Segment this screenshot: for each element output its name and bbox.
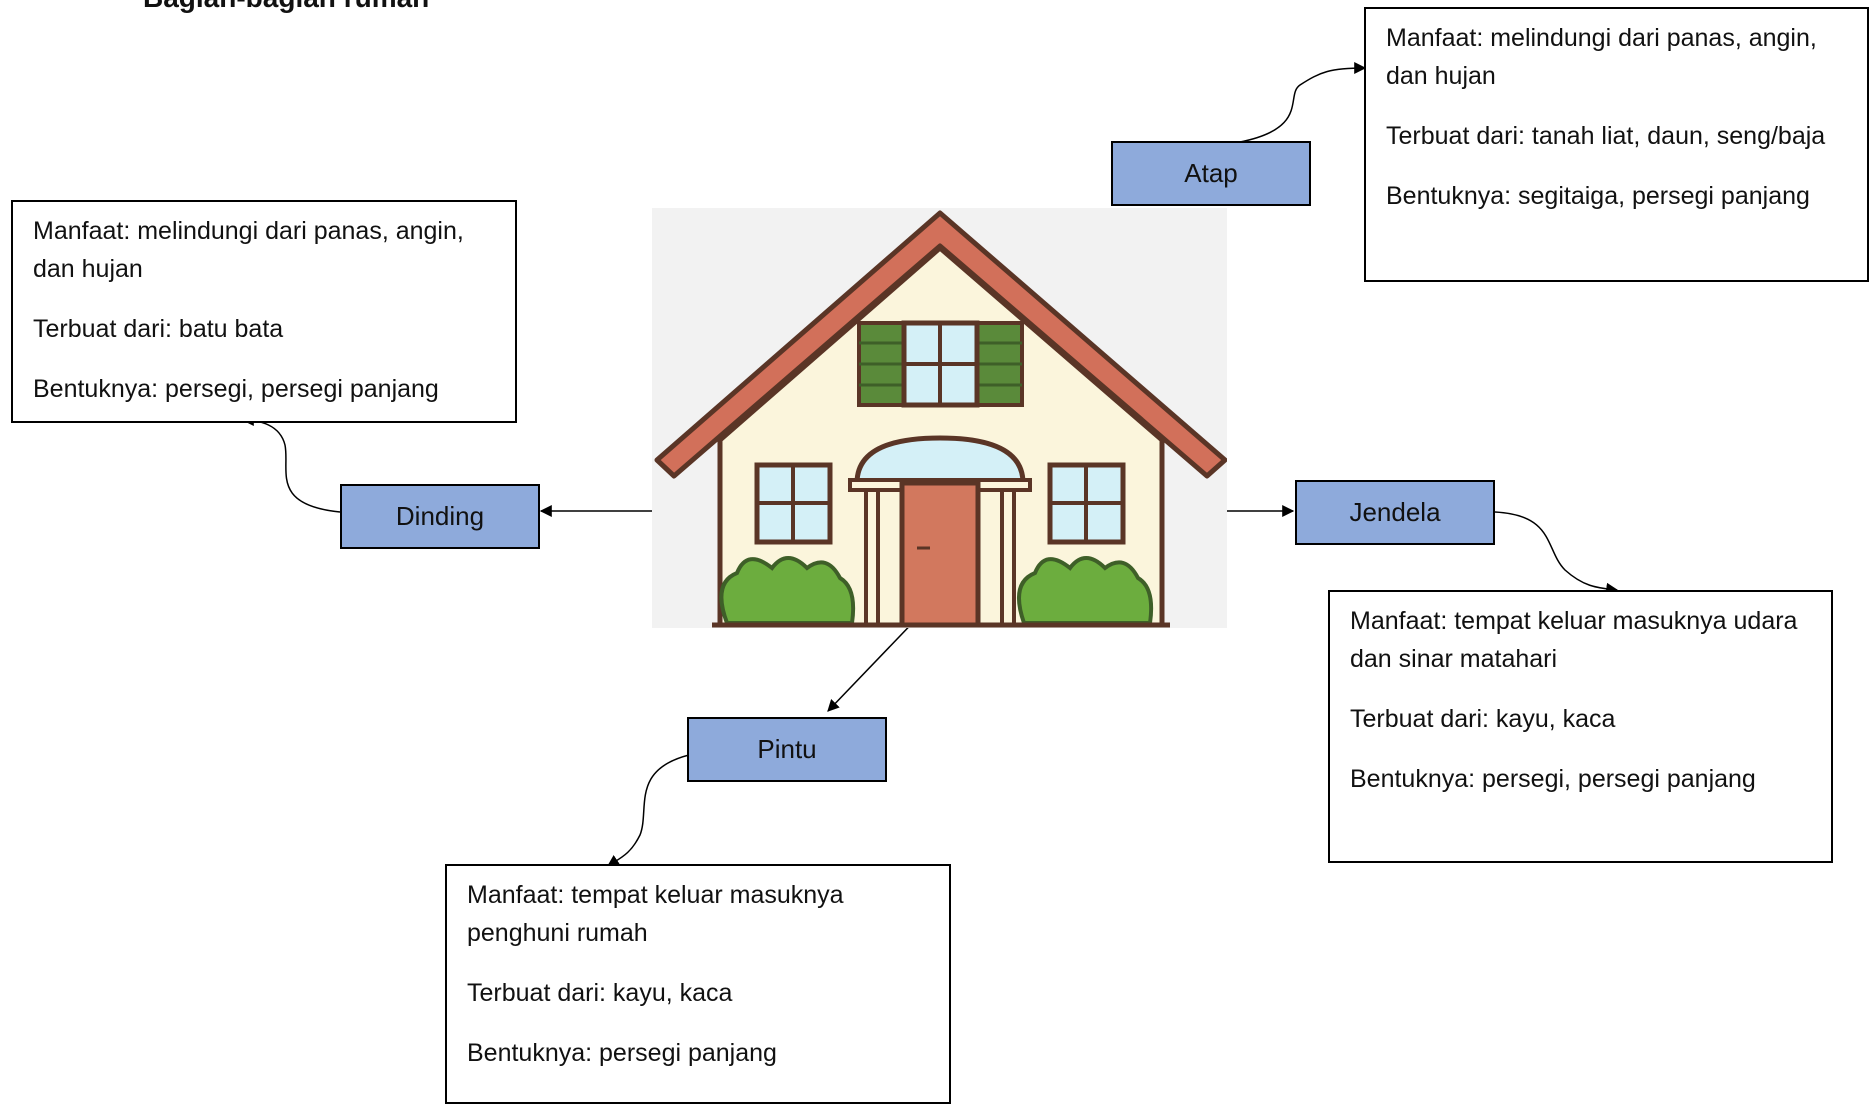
info-jendela-bentuk: Bentuknya: persegi, persegi panjang [1350, 765, 1756, 793]
door [899, 480, 981, 628]
roof [654, 210, 1227, 479]
window-right [1047, 462, 1126, 545]
info-pintu-manfaat: Manfaat: tempat keluar masuknya penghuni… [467, 881, 844, 947]
label-atap: Atap [1111, 141, 1311, 206]
info-dinding: Manfaat: melindungi dari panas, angin, d… [11, 200, 517, 423]
attic-window [857, 320, 1024, 408]
diagram-title: Bagian-bagian rumah [143, 0, 429, 14]
curve-jendela-to-info [1494, 511, 1619, 595]
info-atap-bahan: Terbuat dari: tanah liat, daun, seng/baj… [1386, 122, 1826, 150]
bush-left [719, 556, 856, 625]
porch-canopy [854, 435, 1026, 486]
info-jendela-manfaat: Manfaat: tempat keluar masuknya udara da… [1350, 607, 1798, 673]
porch-pillar-left [864, 488, 880, 627]
info-pintu: Manfaat: tempat keluar masuknya penghuni… [445, 864, 951, 1104]
info-atap-manfaat: Manfaat: melindungi dari panas, angin, d… [1386, 24, 1817, 90]
bush-right [1016, 556, 1154, 625]
label-pintu: Pintu [687, 717, 887, 782]
info-pintu-bentuk: Bentuknya: persegi panjang [467, 1039, 777, 1067]
porch-pillar-right [1000, 488, 1016, 627]
curve-pintu-to-info [607, 754, 690, 867]
info-atap-bentuk: Bentuknya: segitaiga, persegi panjang [1386, 182, 1810, 210]
label-jendela: Jendela [1295, 480, 1495, 545]
curve-dinding-to-info [241, 414, 341, 513]
info-jendela: Manfaat: tempat keluar masuknya udara da… [1328, 590, 1833, 863]
curve-atap-to-info [1239, 62, 1367, 143]
window-left [754, 462, 833, 545]
info-dinding-bahan: Terbuat dari: batu bata [33, 315, 284, 343]
label-dinding: Dinding [340, 484, 540, 549]
info-jendela-bahan: Terbuat dari: kayu, kaca [1350, 705, 1616, 733]
house-illustration [652, 208, 1227, 628]
info-dinding-manfaat: Manfaat: melindungi dari panas, angin, d… [33, 217, 464, 283]
info-atap: Manfaat: melindungi dari panas, angin, d… [1364, 7, 1869, 282]
info-pintu-bahan: Terbuat dari: kayu, kaca [467, 979, 733, 1007]
info-dinding-bentuk: Bentuknya: persegi, persegi panjang [33, 375, 439, 403]
